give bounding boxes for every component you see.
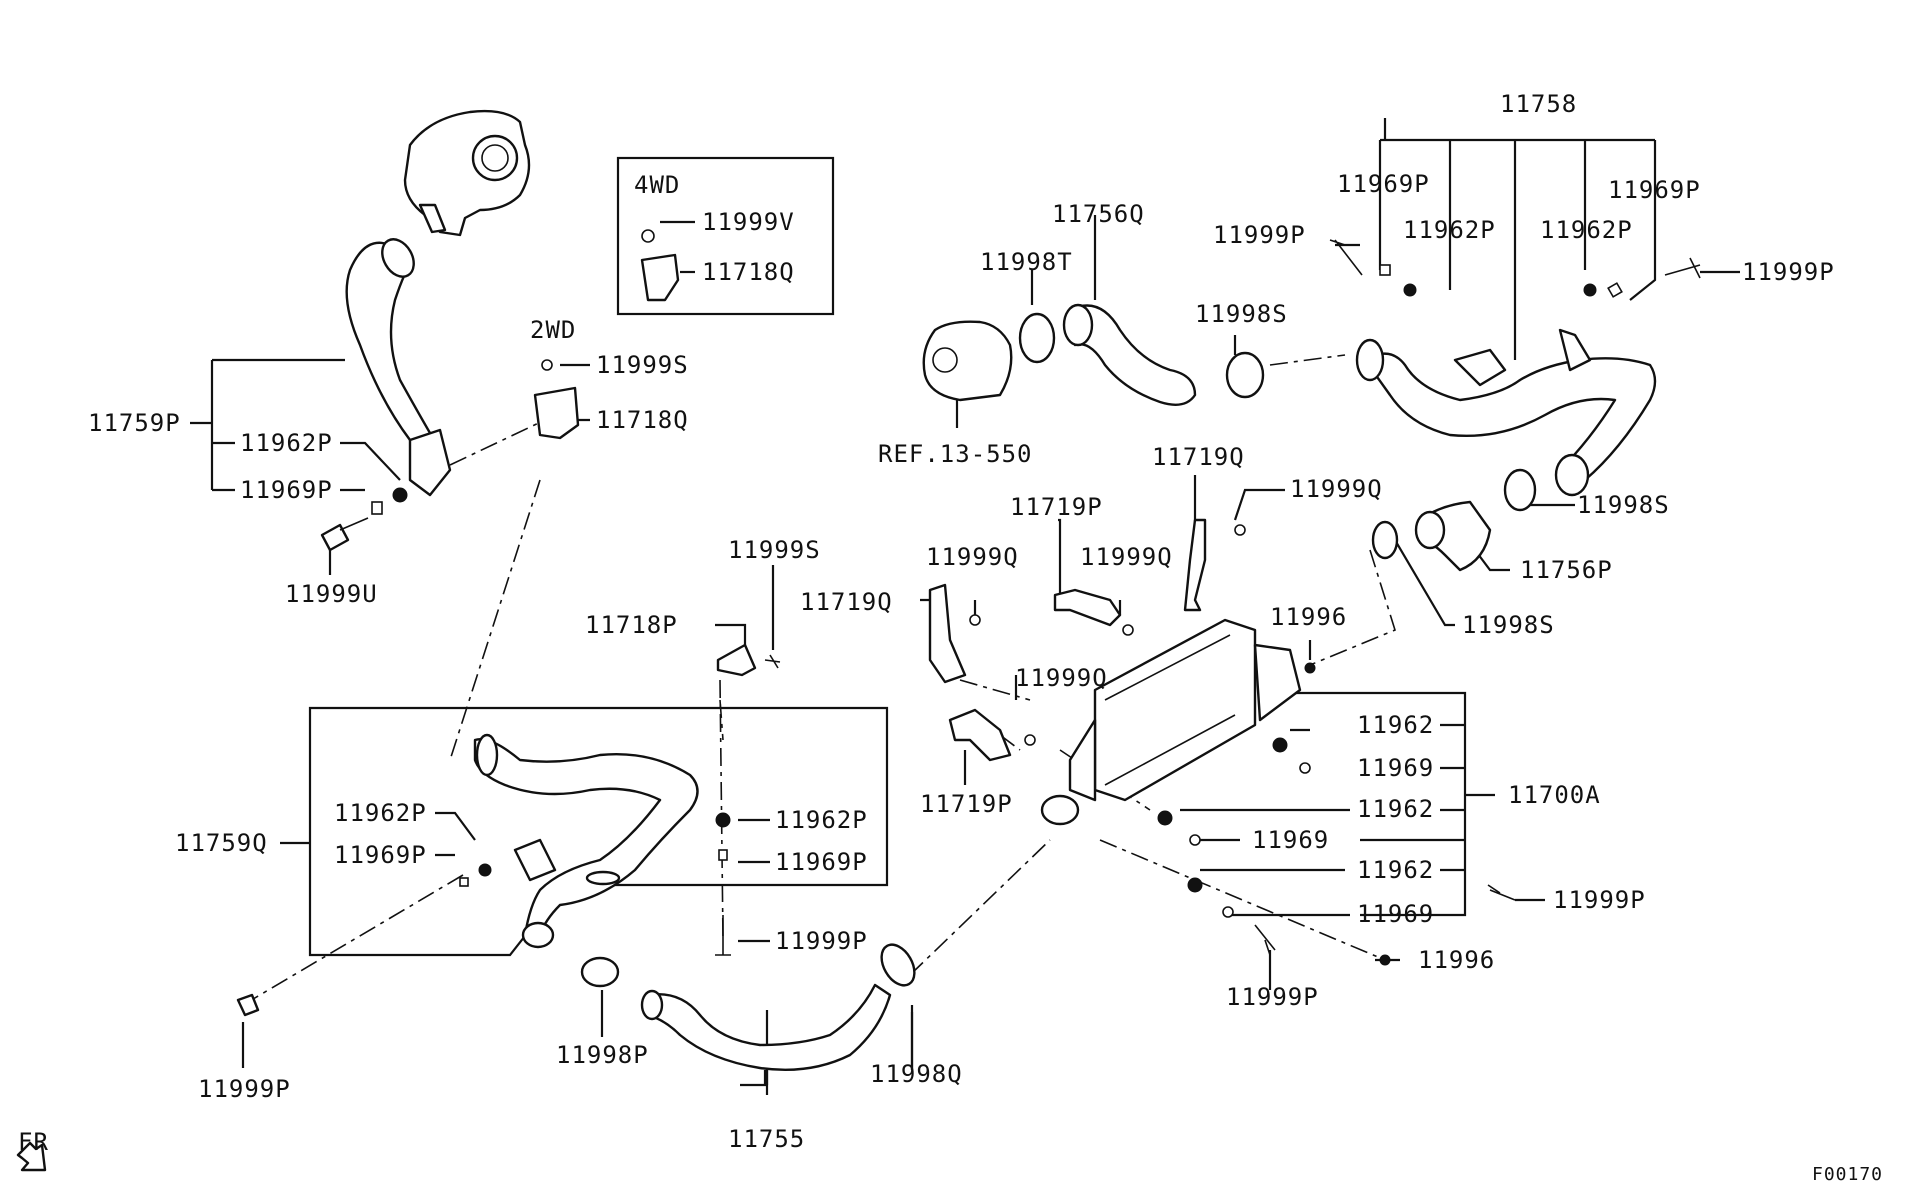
bolt-11999q-a — [1234, 524, 1246, 536]
label-11999p-e: 11999P — [775, 927, 868, 955]
bolt-11999p-c — [1487, 884, 1516, 901]
label-11999p-a: 11999P — [1213, 221, 1306, 249]
clamp-11998q-shape — [880, 943, 916, 987]
label-11962p-e: 11962P — [775, 806, 868, 834]
clamp-11998s-right-shape — [1503, 468, 1537, 512]
label-11718q-a: 11718Q — [702, 258, 795, 286]
clamp-11998p-shape — [580, 956, 620, 988]
label-11758: 11758 — [1500, 90, 1577, 118]
label-4wd: 4WD — [634, 171, 680, 199]
pipe-11758-shape — [1329, 239, 1701, 497]
bracket-4wd-shape — [640, 229, 680, 302]
label-11969p-d: 11969P — [334, 841, 427, 869]
label-11969-c: 11969 — [1357, 900, 1434, 928]
label-11999p-c: 11999P — [1553, 886, 1646, 914]
bolt-11999q-b — [969, 614, 981, 626]
clamp-11998s-top-shape — [1225, 351, 1265, 399]
label-11998s-a: 11998S — [1195, 300, 1288, 328]
label-11998s-c: 11998S — [1462, 611, 1555, 639]
label-11999s-b: 11999S — [728, 536, 821, 564]
bolt-11999q-c — [1122, 624, 1134, 636]
label-11999q-c: 11999Q — [1080, 543, 1173, 571]
bracket-11719q-a-shape — [1183, 518, 1207, 612]
clamp-11998s-low-shape — [1371, 520, 1399, 560]
label-11969-b: 11969 — [1252, 826, 1329, 854]
label-11969p-a: 11969P — [1337, 170, 1430, 198]
label-11998s-b: 11998S — [1577, 491, 1670, 519]
hose-end-11755 — [640, 989, 664, 1021]
label-11755: 11755 — [728, 1125, 805, 1153]
label-ref: REF.13-550 — [878, 440, 1033, 468]
clamp-11998t-shape — [1018, 312, 1056, 364]
hose-end-11756q — [1062, 303, 1094, 347]
label-11756q: 11756Q — [1052, 200, 1145, 228]
bolt-11999s-b — [764, 654, 781, 669]
label-11962p-c: 11962P — [240, 429, 333, 457]
turbocharger-shape — [403, 109, 531, 237]
label-11996-b: 11996 — [1418, 946, 1495, 974]
label-11719q-a: 11719Q — [1152, 443, 1245, 471]
throttle-body-shape — [922, 320, 1013, 402]
part-labels: 11758 11969P 11969P 11756Q 11999P 11962P… — [18, 90, 1883, 1185]
label-11998t: 11998T — [980, 248, 1073, 276]
intercooler-shape — [1040, 618, 1391, 966]
label-fr: FR — [18, 1128, 49, 1156]
alignment-lines — [242, 354, 1396, 1006]
4wd-box — [616, 156, 835, 316]
leader-lines — [190, 118, 1740, 1095]
label-11719q-b: 11719Q — [800, 588, 893, 616]
hose-end-11756p — [1414, 510, 1446, 550]
bracket-11719p-a-shape — [1053, 588, 1122, 627]
label-11962-a: 11962 — [1357, 711, 1434, 739]
label-11998p: 11998P — [556, 1041, 649, 1069]
label-11999q-d: 11999Q — [1015, 664, 1108, 692]
label-2wd: 2WD — [530, 316, 576, 344]
label-11969p-b: 11969P — [1608, 176, 1701, 204]
label-11999s-a: 11999S — [596, 351, 689, 379]
label-figure-code: F00170 — [1812, 1164, 1883, 1185]
label-11718q-b: 11718Q — [596, 406, 689, 434]
label-11998q: 11998Q — [870, 1060, 963, 1088]
label-11962-c: 11962 — [1357, 856, 1434, 884]
bolt-11999p-d — [1254, 924, 1276, 956]
label-11999p-b: 11999P — [1742, 258, 1835, 286]
label-11759q: 11759Q — [175, 829, 268, 857]
label-11962p-b: 11962P — [1540, 216, 1633, 244]
label-11999p-d: 11999P — [1226, 983, 1319, 1011]
bracket-11719p-b-shape — [948, 708, 1012, 762]
bracket-11718p-shape — [716, 643, 757, 677]
label-11999v: 11999V — [702, 208, 795, 236]
label-11718p: 11718P — [585, 611, 678, 639]
bolt-11999q-d — [1024, 734, 1036, 746]
hose-11755-shape — [646, 983, 892, 1071]
label-11756p: 11756P — [1520, 556, 1613, 584]
bracket-11719q-b-shape — [928, 583, 967, 684]
nut-11996-a — [1304, 662, 1316, 674]
hose-11756q-shape — [1068, 304, 1197, 406]
label-11999q-a: 11999Q — [1290, 475, 1383, 503]
label-11719p-a: 11719P — [1010, 493, 1103, 521]
label-11759p: 11759P — [88, 409, 181, 437]
fr-arrow-icon — [16, 1141, 47, 1172]
pipe-11759p-shape — [345, 238, 452, 515]
label-11700a: 11700A — [1508, 781, 1601, 809]
label-11969p-e: 11969P — [775, 848, 868, 876]
label-11969p-c: 11969P — [240, 476, 333, 504]
label-11999p-f: 11999P — [198, 1075, 291, 1103]
label-11996-a: 11996 — [1270, 603, 1347, 631]
label-11969-a: 11969 — [1357, 754, 1434, 782]
pipe-11759q-shape — [459, 733, 731, 956]
bolt-11999p-e-shape — [236, 993, 260, 1017]
label-11962p-d: 11962P — [334, 799, 427, 827]
label-11719p-b: 11719P — [920, 790, 1013, 818]
label-11999u: 11999U — [285, 580, 378, 608]
label-11999q-b: 11999Q — [926, 543, 1019, 571]
label-11962-b: 11962 — [1357, 795, 1434, 823]
bracket-2wd-shape — [533, 359, 580, 440]
bolt-11999u-shape — [320, 517, 369, 552]
label-11962p-a: 11962P — [1403, 216, 1496, 244]
